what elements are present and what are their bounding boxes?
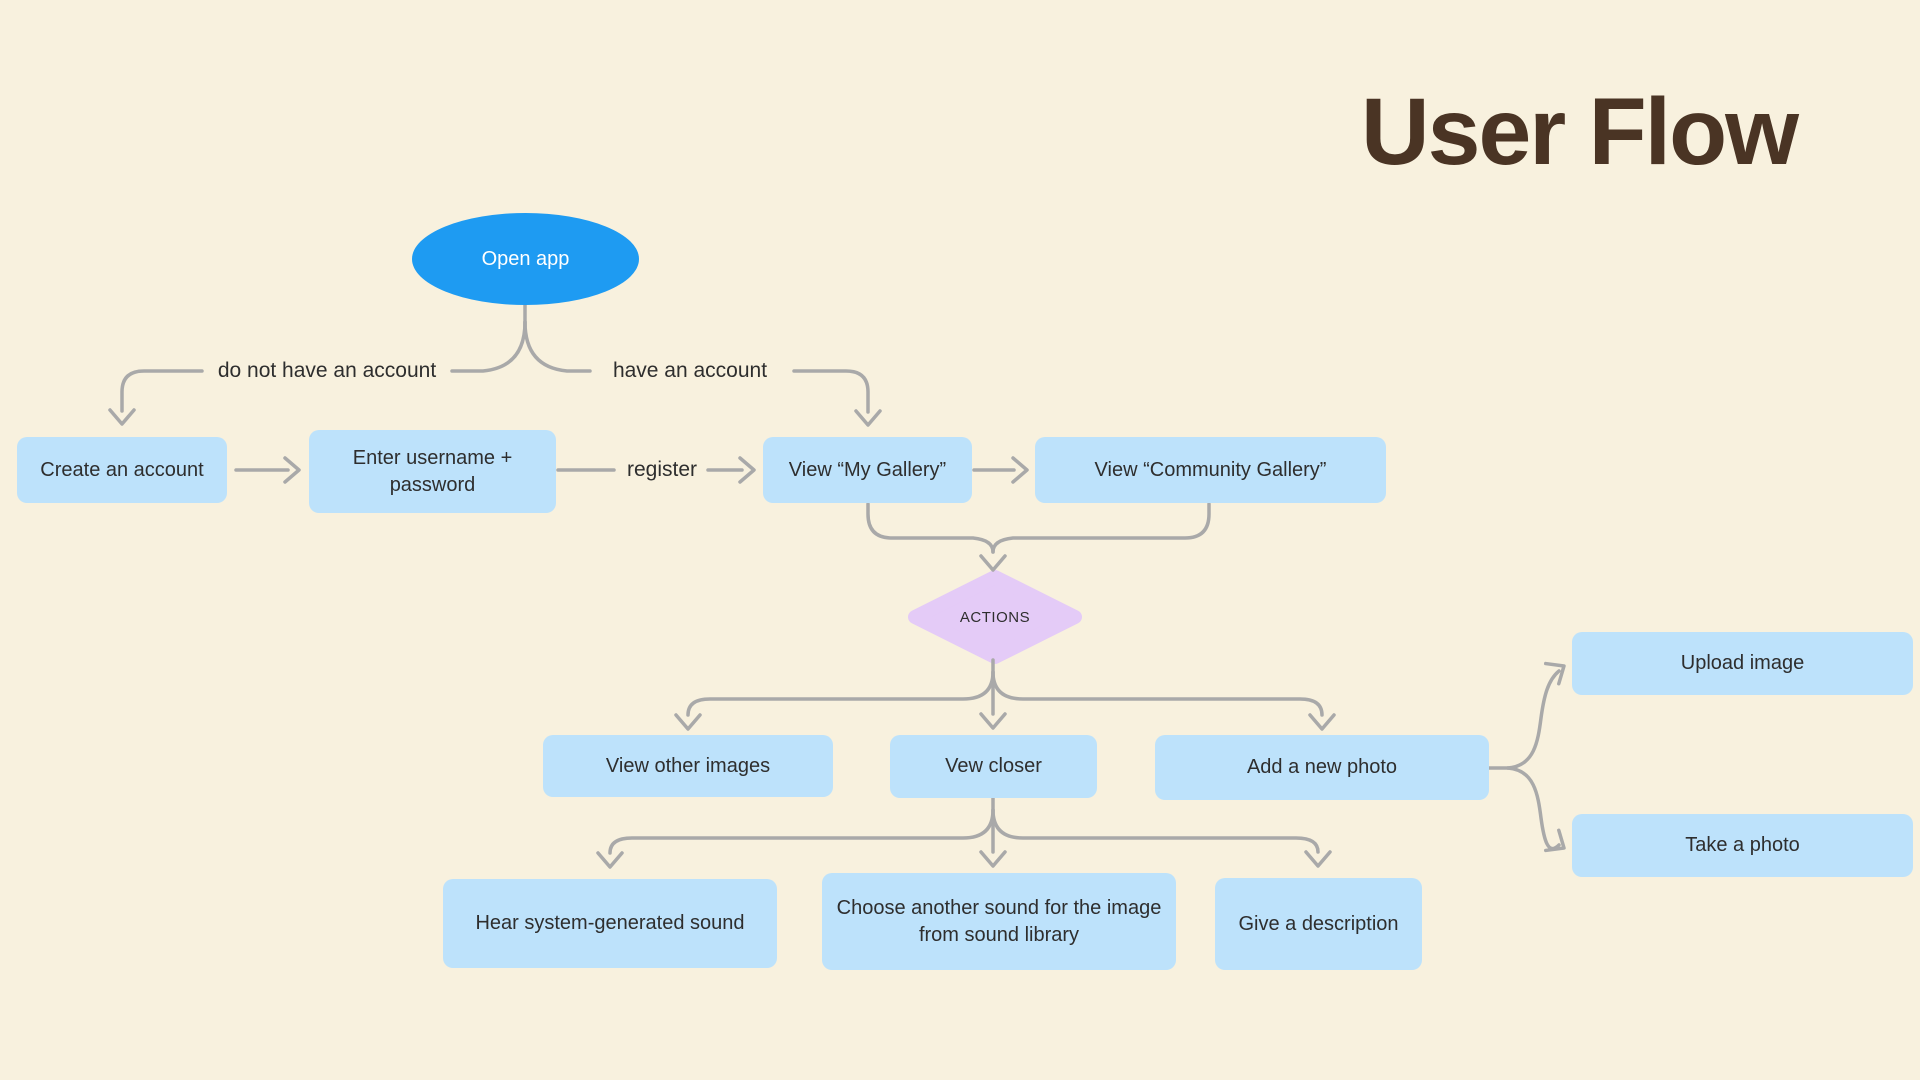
- node-community-gallery-label: View “Community Gallery”: [1094, 458, 1327, 481]
- node-take-photo-label: Take a photo: [1685, 834, 1800, 856]
- node-upload-image-label: Upload image: [1680, 652, 1805, 674]
- node-vew-closer: Vew closer: [890, 735, 1097, 798]
- node-actions-label: ACTIONS: [959, 608, 1031, 626]
- node-open-app-label: Open app: [481, 247, 570, 270]
- edge-has-account-line: [792, 369, 870, 414]
- node-actions-decision: ACTIONS: [915, 595, 1075, 639]
- edge-label-register: register: [626, 458, 698, 481]
- arrowhead-choose-sound: [979, 850, 1007, 868]
- arrowhead-vew-closer: [979, 712, 1007, 730]
- node-give-description-label: Give a description: [1238, 912, 1399, 935]
- node-create-account-label: Create an account: [40, 458, 204, 481]
- node-enter-credentials: Enter username + password: [309, 430, 556, 513]
- node-enter-credentials-label: Enter username + password: [352, 446, 513, 496]
- edge-addphoto-down: [1506, 766, 1561, 851]
- node-add-new-photo: Add a new photo: [1155, 735, 1489, 800]
- arrowhead-view-other-images: [674, 713, 702, 731]
- edge-mygallery-to-actions: [866, 502, 995, 554]
- arrowhead-hear-sound: [596, 851, 624, 869]
- arrowhead-create-account: [108, 408, 136, 426]
- node-open-app: Open app: [412, 213, 639, 305]
- edge-addphoto-up: [1506, 669, 1561, 770]
- edge-actions-right: [991, 670, 1324, 717]
- actions-diamond-shape: [908, 570, 1082, 664]
- node-add-new-photo-label: Add a new photo: [1246, 756, 1398, 778]
- node-choose-sound: Choose another sound for the image from …: [822, 873, 1176, 970]
- edge-label-has-account: have an account: [612, 359, 768, 382]
- arrowhead-my-gallery-left: [738, 456, 756, 484]
- edge-vewcloser-right: [991, 808, 1320, 854]
- arrowhead-add-new-photo: [1308, 713, 1336, 731]
- edge-community-to-actions: [991, 502, 1211, 554]
- node-hear-sound: Hear system-generated sound: [443, 879, 777, 968]
- node-community-gallery: View “Community Gallery”: [1035, 437, 1386, 503]
- arrowhead-community-gallery: [1011, 456, 1029, 484]
- node-create-account: Create an account: [17, 437, 227, 503]
- arrowhead-take-photo: [1543, 828, 1566, 853]
- node-choose-sound-label: Choose another sound for the image from …: [836, 896, 1162, 946]
- edge-openapp-left: [450, 320, 527, 373]
- edge-label-no-account: do not have an account: [217, 359, 437, 382]
- edge-openapp-right: [523, 320, 592, 373]
- edge-vewcloser-left: [608, 808, 995, 855]
- node-upload-image: Upload image: [1572, 632, 1913, 695]
- arrowhead-actions-top: [979, 554, 1007, 572]
- arrowhead-upload-image: [1543, 661, 1566, 686]
- node-view-other-images-label: View other images: [605, 754, 771, 777]
- page-title: User Flow: [1361, 79, 1799, 185]
- node-hear-sound-label: Hear system-generated sound: [475, 912, 745, 934]
- arrowhead-enter-credentials: [283, 456, 301, 484]
- node-take-photo: Take a photo: [1572, 814, 1913, 877]
- edge-actions-left: [686, 670, 995, 717]
- node-my-gallery-label: View “My Gallery”: [788, 458, 947, 481]
- arrowhead-give-description: [1304, 850, 1332, 868]
- edge-no-account-line: [120, 369, 204, 413]
- node-vew-closer-label: Vew closer: [945, 755, 1042, 777]
- node-my-gallery: View “My Gallery”: [763, 437, 972, 503]
- node-give-description: Give a description: [1215, 878, 1422, 970]
- node-view-other-images: View other images: [543, 735, 833, 797]
- arrowhead-my-gallery-top: [854, 409, 882, 427]
